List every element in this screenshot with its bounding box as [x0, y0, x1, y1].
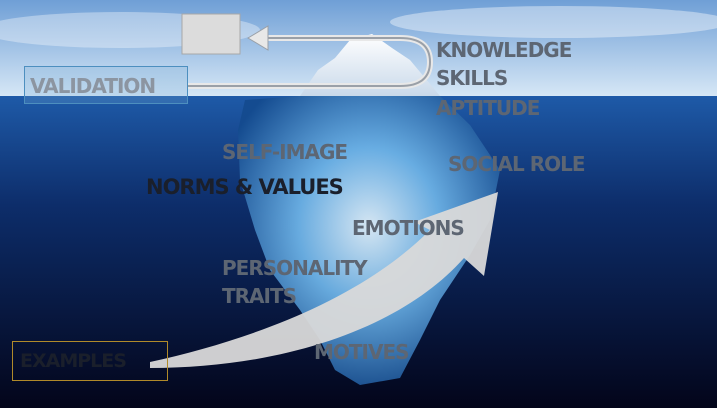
social-role-label: SOCIAL ROLE	[448, 152, 586, 176]
validation-label: VALIDATION	[30, 74, 156, 98]
bottom-left-box	[12, 341, 168, 381]
traits-label: TRAITS	[222, 284, 297, 308]
personality-label: PERSONALITY	[222, 256, 368, 280]
norms-values-label: NORMS & VALUES	[146, 175, 344, 199]
growth-arrow	[150, 192, 498, 368]
emotions-label: EMOTIONS	[352, 216, 465, 240]
bottom-left-label: EXAMPLES	[20, 350, 127, 372]
motives-label: MOTIVES	[314, 340, 410, 364]
u-turn-arrow-head	[247, 25, 269, 51]
u-turn-arrow-core	[188, 37, 432, 87]
top-box	[181, 13, 241, 55]
skills-label: SKILLS	[436, 66, 508, 90]
validation-box	[24, 66, 188, 104]
iceberg-body	[238, 96, 500, 385]
knowledge-label: KNOWLEDGE	[436, 38, 572, 62]
aptitude-label: APTITUDE	[436, 96, 540, 120]
cloud	[390, 6, 717, 38]
iceberg-tip	[300, 34, 440, 96]
self-image-label: SELF-IMAGE	[222, 140, 348, 164]
